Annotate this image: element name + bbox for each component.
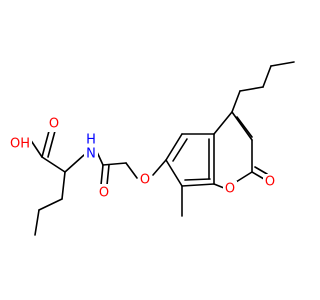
bond (235, 171, 253, 183)
bond (125, 162, 138, 179)
bond (152, 159, 167, 176)
hydroxyl-label-bg (8, 136, 32, 152)
bond (61, 171, 66, 200)
bond (270, 61, 295, 67)
bond (236, 116, 253, 138)
bond (38, 198, 63, 211)
bond (172, 138, 188, 162)
bond (100, 164, 104, 186)
lactone-o-label: O (265, 175, 275, 190)
ring-o-bg (223, 181, 237, 197)
bond (41, 156, 66, 173)
bond (254, 166, 268, 175)
bond (102, 162, 127, 166)
bond (165, 133, 183, 161)
bond (64, 154, 85, 173)
molecule-diagram: OH O H N O O O O (8, 61, 295, 236)
amide-n-label: N (86, 147, 96, 162)
bonds (29, 61, 295, 236)
bond (184, 178, 211, 181)
ether-o-bg (138, 172, 152, 188)
bond (34, 209, 40, 236)
bond (41, 130, 50, 158)
bond (47, 130, 56, 158)
ether-o-label: O (140, 173, 150, 188)
bond (231, 90, 241, 113)
amide-h-label: H (86, 133, 96, 148)
bond (181, 183, 215, 187)
hydroxyl-label: OH (10, 137, 30, 152)
atom-labels: OH O H N O O O O (8, 116, 277, 201)
bond (231, 111, 253, 141)
bond (239, 86, 264, 92)
bond (213, 111, 233, 135)
lactone-o-bg (263, 174, 277, 190)
amide-o-label: O (99, 186, 109, 201)
bond (165, 159, 183, 187)
bond (262, 65, 272, 88)
bond (106, 164, 110, 186)
amide-n-bg (84, 142, 98, 170)
amide-o-bg (97, 184, 111, 200)
ring-o-label: O (225, 182, 235, 197)
carboxyl-o-bg (47, 116, 61, 132)
molecule-structure: OH O H N O O O O (8, 61, 295, 236)
bond (251, 171, 265, 180)
bond (213, 183, 225, 189)
carboxyl-o-label: O (49, 117, 59, 132)
